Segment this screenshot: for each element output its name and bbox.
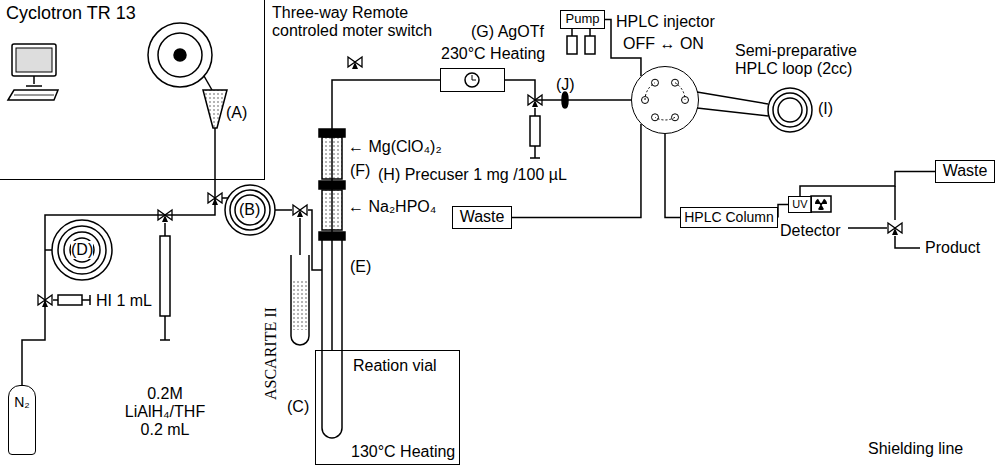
callout-letter: (E) — [350, 258, 371, 276]
callout-letter: (F) — [350, 162, 370, 180]
callout-letter: (I) — [818, 100, 833, 118]
callout-letter: (C) — [287, 398, 309, 416]
output-label: Product — [925, 239, 980, 257]
callout-letter: (D) — [71, 241, 93, 259]
waste-box: Waste — [935, 160, 995, 183]
heater-block: Reation vial 130°C Heating — [315, 350, 460, 465]
waste-box: Waste — [452, 206, 512, 229]
node-label: Reation vial — [353, 357, 437, 375]
node-sublabel: 230°C Heating — [441, 45, 545, 63]
ascarite-tube — [291, 255, 309, 345]
trap-coil — [215, 185, 292, 235]
node-label: Waste — [943, 162, 988, 180]
tubing-line — [332, 80, 440, 350]
tubing-line — [778, 205, 788, 218]
node-label: UV — [792, 198, 807, 211]
trap-coil — [45, 220, 112, 280]
uv-detector-box: UV — [788, 196, 812, 213]
tubing-line — [800, 172, 935, 197]
column-label: ASCARITE II — [262, 307, 280, 400]
injector-ports — [642, 79, 689, 121]
solvent-bottles — [567, 28, 595, 54]
reagent-label: 0.2M LiAlH₄/THF 0.2 mL — [115, 385, 215, 439]
reagent-label: ← Mg(ClO₄)₂ — [348, 138, 442, 156]
timer-icon — [465, 73, 479, 87]
reagent-label: HI 1 mL — [96, 292, 152, 310]
pump-box: Pump — [560, 10, 605, 29]
radiation-detector — [811, 196, 831, 212]
switch-label: Three-way Remote controled moter switch — [272, 4, 467, 40]
cyclotron-icon — [148, 23, 212, 90]
target-funnel — [203, 90, 227, 128]
computer-icon — [8, 44, 58, 100]
injector-valve: HPLC injectorOFF ↔ ON — [631, 66, 699, 134]
reagent-label: ← Na₂HPO₄ — [348, 198, 436, 216]
gas-cylinder: N₂ — [8, 385, 36, 455]
node-sublabel: OFF ↔ ON — [623, 35, 704, 53]
note-label: Shielding line — [868, 440, 963, 458]
node-label: HPLC injector — [616, 13, 715, 31]
callout-letter: (J) — [556, 76, 575, 94]
oven-box: (G) AgOTf230°C Heating — [440, 68, 505, 92]
loop-label: Semi-preparative HPLC loop (2cc) — [735, 42, 885, 78]
sample-loop — [697, 88, 812, 132]
node-label: Waste — [460, 208, 505, 226]
node-label: N₂ — [14, 394, 30, 410]
syringe — [160, 223, 170, 340]
cyclotron-frame: Cyclotron TR 13 — [0, 0, 265, 180]
node-label: (G) AgOTf — [471, 23, 544, 41]
syringe — [53, 295, 90, 305]
column-box: HPLC Column — [680, 207, 778, 228]
three-way-valve — [38, 57, 902, 307]
node-label: HPLC Column — [684, 209, 773, 225]
syringe — [530, 108, 540, 158]
tubing-line — [665, 134, 680, 218]
callout-letter: (A) — [226, 104, 247, 122]
reagent-label: (H) Precuser 1 mg /100 µL — [378, 166, 567, 184]
detector-label: Detector — [780, 222, 840, 240]
tubing-line — [22, 180, 215, 385]
callout-letter: (B) — [239, 201, 260, 219]
node-label: Pump — [566, 12, 600, 27]
node-sublabel: 130°C Heating — [351, 443, 455, 461]
node-label: Cyclotron TR 13 — [6, 4, 136, 22]
